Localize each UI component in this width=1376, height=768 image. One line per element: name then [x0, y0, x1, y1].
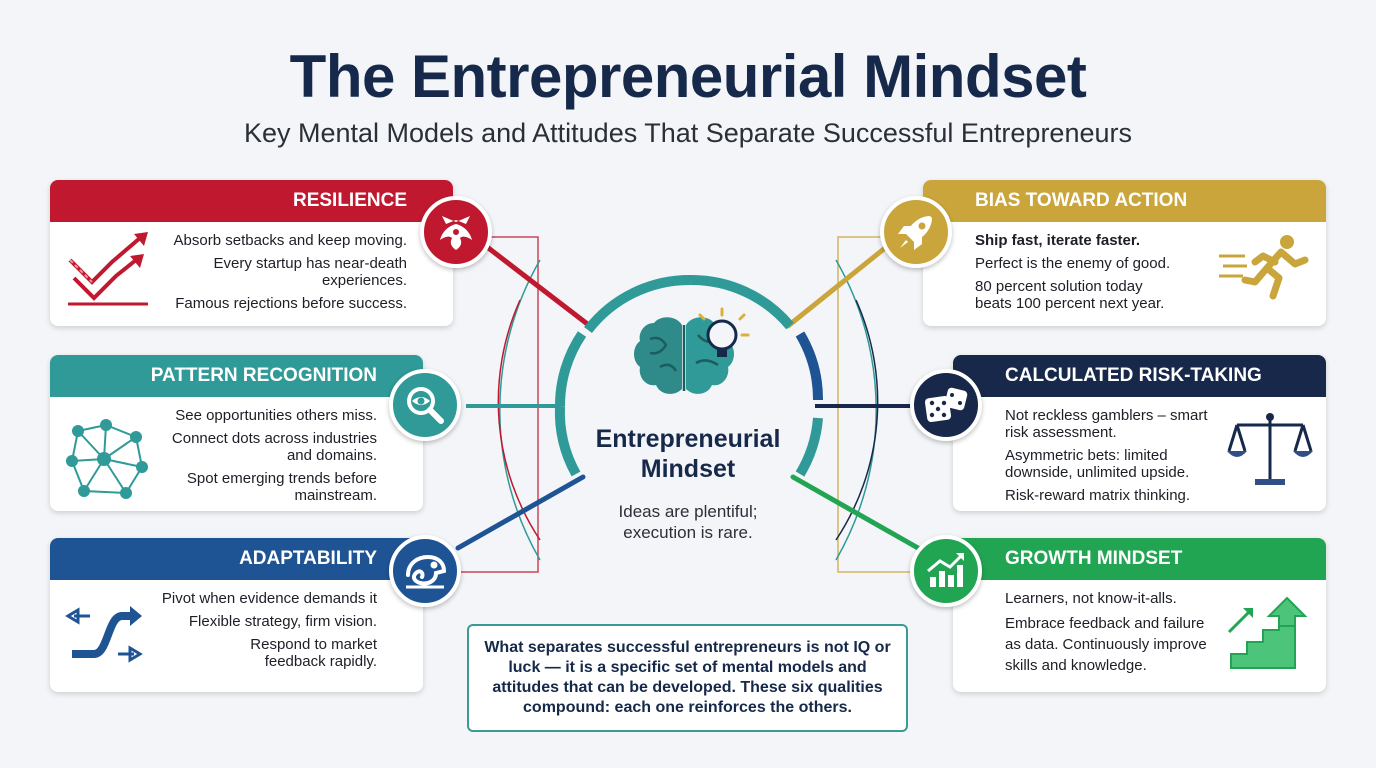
card-heading: ADAPTABILITY [50, 538, 423, 580]
card-line: Not reckless gamblers – smart risk asses… [1005, 407, 1208, 441]
card-growth-mindset: GROWTH MINDSET Learners, not know-it-all… [953, 538, 1326, 692]
card-lines: Pivot when evidence demands it Flexible … [137, 590, 377, 676]
pivot-arrows-icon [65, 606, 143, 663]
card-calculated-risk-taking: CALCULATED RISK-TAKING Not reckless gamb… [953, 355, 1326, 511]
phoenix-icon [420, 196, 492, 268]
card-line: Spot emerging trends before mainstream. [186, 470, 377, 504]
network-nodes-icon [66, 419, 148, 499]
page-title: The Entrepreneurial Mindset [289, 43, 1087, 110]
balance-scale-icon [1227, 413, 1313, 485]
card-lines: Learners, not know-it-alls. Embrace feed… [1005, 590, 1220, 682]
rising-arrows-icon [68, 232, 148, 306]
card-heading: BIAS TOWARD ACTION [923, 180, 1326, 222]
card-lines: See opportunities others miss. Connect d… [147, 407, 377, 510]
card-heading: PATTERN RECOGNITION [50, 355, 423, 397]
page-subtitle: Key Mental Models and Attitudes That Sep… [243, 118, 1132, 148]
card-line: Flexible strategy, firm vision. [188, 613, 377, 630]
card-line: Absorb setbacks and keep moving. [173, 232, 407, 249]
center-title: Entrepreneurial Mindset [568, 424, 808, 484]
card-lines: Ship fast, iterate faster. Perfect is th… [975, 232, 1195, 318]
running-person-icon [1219, 235, 1309, 300]
rocket-icon [880, 196, 952, 268]
center-title-line: Entrepreneurial [595, 425, 781, 453]
card-line: Risk-reward matrix thinking. [1005, 487, 1191, 504]
card-line: Asymmetric bets: limited downside, unlim… [1005, 447, 1190, 481]
summary-box: What separates successful entrepreneurs … [467, 624, 908, 732]
magnifier-eye-icon [389, 369, 461, 441]
card-line: 80 percent solution today beats 100 perc… [975, 278, 1165, 312]
dice-icon [910, 369, 982, 441]
growth-chart-icon [910, 535, 982, 607]
card-heading: CALCULATED RISK-TAKING [953, 355, 1326, 397]
card-line: Embrace feedback and failure as data. Co… [1005, 615, 1207, 674]
card-line: Every startup has near-death experiences… [213, 255, 407, 289]
card-line: Respond to market feedback rapidly. [250, 636, 377, 670]
chameleon-icon [389, 535, 461, 607]
center-title-line: Mindset [640, 455, 736, 483]
card-pattern-recognition: PATTERN RECOGNITION See opportunities ot… [50, 355, 423, 511]
center-note-line: execution is rare. [623, 523, 753, 542]
card-line: Connect dots across industries and domai… [171, 430, 377, 464]
brain-lightbulb-icon [634, 307, 750, 394]
card-line: See opportunities others miss. [175, 407, 377, 424]
card-bias-toward-action: BIAS TOWARD ACTION Ship fast, iterate fa… [923, 180, 1326, 326]
card-resilience: RESILIENCE Absorb setbacks and keep movi… [50, 180, 453, 326]
card-adaptability: ADAPTABILITY Pivot when evidence demands… [50, 538, 423, 692]
card-line: Learners, not know-it-alls. [1005, 590, 1177, 607]
center-note-line: Ideas are plentiful; [618, 502, 758, 521]
card-line: Famous rejections before success. [175, 295, 407, 312]
card-heading: RESILIENCE [50, 180, 453, 222]
card-heading: GROWTH MINDSET [953, 538, 1326, 580]
card-line: Pivot when evidence demands it [161, 590, 377, 607]
card-line: Perfect is the enemy of good. [975, 255, 1171, 272]
card-line: Ship fast, iterate faster. [975, 232, 1141, 249]
rising-stairs-icon [1227, 596, 1308, 669]
center-note: Ideas are plentiful; execution is rare. [568, 501, 808, 543]
card-lines: Not reckless gamblers – smart risk asses… [1005, 407, 1220, 510]
card-lines: Absorb setbacks and keep moving. Every s… [127, 232, 407, 318]
